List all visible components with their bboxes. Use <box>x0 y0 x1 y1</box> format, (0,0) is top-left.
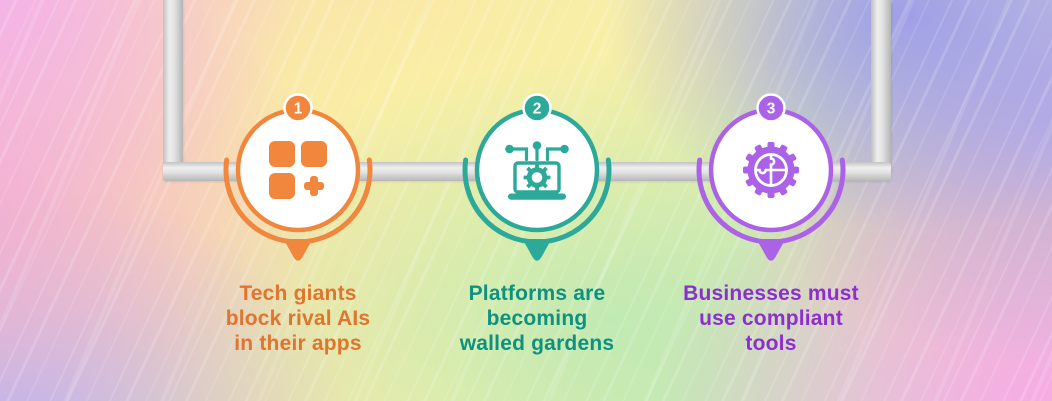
step-label: Platforms are becoming walled gardens <box>422 281 652 356</box>
step-2: 2 Platforms are becoming walled gardens <box>452 78 622 355</box>
label-line: Platforms are <box>468 282 606 305</box>
step-3-graphic: 3 <box>696 93 846 261</box>
label-line: tools <box>745 332 797 355</box>
label-line: becoming <box>486 307 588 330</box>
pointer-tip <box>522 239 552 261</box>
app-grid-plus-icon <box>269 141 327 199</box>
laptop-gear-circuit-icon <box>505 141 569 200</box>
step-1-graphic: 1 <box>223 93 373 261</box>
step-3: 3 Businesses must use compliant tools <box>683 78 859 355</box>
pipe-left-vertical <box>163 0 183 172</box>
label-line: in their apps <box>234 332 362 355</box>
pointer-tip <box>283 239 313 261</box>
label-line: use compliant <box>699 307 843 330</box>
step-number: 2 <box>533 101 542 118</box>
step-number-badge <box>283 93 313 123</box>
pipe-right-vertical <box>871 0 891 172</box>
gear-puzzle-icon <box>743 142 799 198</box>
step-1: 1 Tech giants block rival AIs in their a… <box>213 78 383 355</box>
step-number: 1 <box>294 101 303 118</box>
step-circle <box>235 107 361 233</box>
label-line: block rival AIs <box>225 307 371 330</box>
label-line: walled gardens <box>459 332 615 355</box>
step-number: 3 <box>767 101 776 118</box>
step-label: Tech giants block rival AIs in their app… <box>183 281 413 356</box>
label-line: Businesses must <box>683 282 859 305</box>
step-number-badge <box>522 93 552 123</box>
step-number-badge <box>756 93 786 123</box>
label-line: Tech giants <box>239 282 357 305</box>
step-label: Businesses must use compliant tools <box>656 281 886 356</box>
pointer-tip <box>756 239 786 261</box>
step-2-graphic: 2 <box>462 93 612 261</box>
